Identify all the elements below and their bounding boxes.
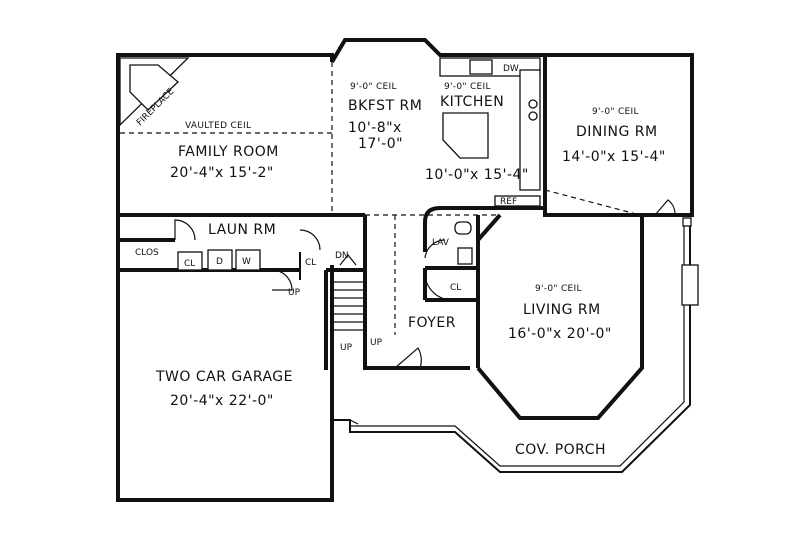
- toilet: [457, 247, 473, 265]
- dining-room-name: DINING RM: [576, 124, 658, 140]
- porch-step-icon: [349, 419, 359, 425]
- living-room-dimensions: 16'-0"x 20'-0": [508, 326, 612, 342]
- door-swing-icon: [271, 269, 293, 291]
- fireplace: FIREPLACE: [119, 57, 190, 128]
- bkfst-room-ceiling: 9'-0" CEIL: [350, 82, 397, 92]
- room-labels: VAULTED CEIL FAMILY ROOM 20'-4"x 15'-2" …: [155, 82, 666, 458]
- door-swing-icon: [654, 199, 676, 216]
- up-label: UP: [288, 288, 301, 298]
- stair-arrow-icon: [339, 254, 357, 266]
- bkfst-room-name: BKFST RM: [348, 98, 422, 114]
- kitchen-fixtures: DW REF: [439, 57, 541, 207]
- lavatory-label: LAV: [432, 238, 450, 248]
- door-swing-icon: [299, 229, 321, 251]
- family-room-dimensions: 20'-4"x 15'-2": [170, 165, 274, 181]
- kitchen-island: [442, 112, 489, 159]
- up-label: UP: [340, 343, 353, 353]
- door-swing-icon: [424, 239, 446, 259]
- laundry-room-name: LAUN RM: [208, 222, 276, 238]
- dryer-label: D: [216, 257, 223, 267]
- dryer: [207, 249, 233, 271]
- bkfst-bay-wall: [330, 38, 545, 64]
- stairs: DN UP UP UP: [288, 251, 383, 353]
- cl-label: CL: [450, 283, 461, 293]
- covered-porch: [332, 217, 699, 473]
- foyer-name: FOYER: [408, 315, 456, 331]
- cl-label: CL: [184, 259, 195, 269]
- up-label: UP: [370, 338, 383, 348]
- fireplace-box: [129, 64, 179, 111]
- porch-post-top: [682, 217, 692, 227]
- down-label: DN: [335, 251, 349, 261]
- kitchen-name: KITCHEN: [440, 94, 504, 110]
- family-room-ceiling: VAULTED CEIL: [185, 121, 251, 131]
- porch-edge: [332, 222, 691, 473]
- bkfst-room-dimension-2: 17'-0": [358, 136, 403, 152]
- garage-name: TWO CAR GARAGE: [155, 369, 293, 385]
- porch-post: [681, 264, 699, 306]
- washer: [235, 249, 261, 271]
- washer-label: W: [242, 257, 251, 267]
- sink: [469, 59, 493, 75]
- door-swing-icon: [424, 267, 451, 301]
- doors: [174, 199, 676, 425]
- door-swing-icon: [174, 219, 196, 241]
- burner-icon: [528, 111, 538, 121]
- burner-icon: [528, 99, 538, 109]
- living-diagonal-wall: [476, 213, 502, 242]
- powder-room: LAV CL: [432, 221, 473, 293]
- bkfst-room-dimension-1: 10'-8"x: [348, 120, 402, 136]
- living-room-wall: [476, 215, 644, 420]
- kitchen-ceiling: 9'-0" CEIL: [444, 82, 491, 92]
- cl-label: CL: [305, 258, 316, 268]
- living-room-name: LIVING RM: [523, 302, 601, 318]
- kitchen-counter-wall: [423, 206, 545, 252]
- dining-room-dimensions: 14'-0"x 15'-4": [562, 149, 666, 165]
- dining-living-line: [544, 189, 641, 216]
- front-door-swing-icon: [394, 347, 422, 369]
- family-room-name: FAMILY ROOM: [178, 144, 279, 160]
- closet-label: CLOS: [135, 248, 159, 258]
- garage-dimensions: 20'-4"x 22'-0": [170, 393, 274, 409]
- laundry-fixtures: CLOS CL D W CL: [135, 248, 316, 271]
- room-boundaries: [120, 62, 641, 335]
- lavatory-sink: [454, 221, 472, 235]
- kitchen-dimensions: 10'-0"x 15'-4": [425, 167, 529, 183]
- refrigerator: [494, 195, 541, 207]
- closet-box: [177, 251, 203, 271]
- exterior-walls: [116, 38, 694, 502]
- living-room-ceiling: 9'-0" CEIL: [535, 284, 582, 294]
- porch-name: COV. PORCH: [515, 442, 606, 458]
- dishwasher-label: DW: [503, 64, 519, 74]
- entry-wall: [363, 366, 470, 370]
- porch-inner-edge: [350, 222, 685, 467]
- family-room-wall: [116, 53, 334, 502]
- dining-room-ceiling: 9'-0" CEIL: [592, 107, 639, 117]
- refrigerator-label: REF: [500, 197, 517, 207]
- dining-room-wall: [543, 53, 694, 217]
